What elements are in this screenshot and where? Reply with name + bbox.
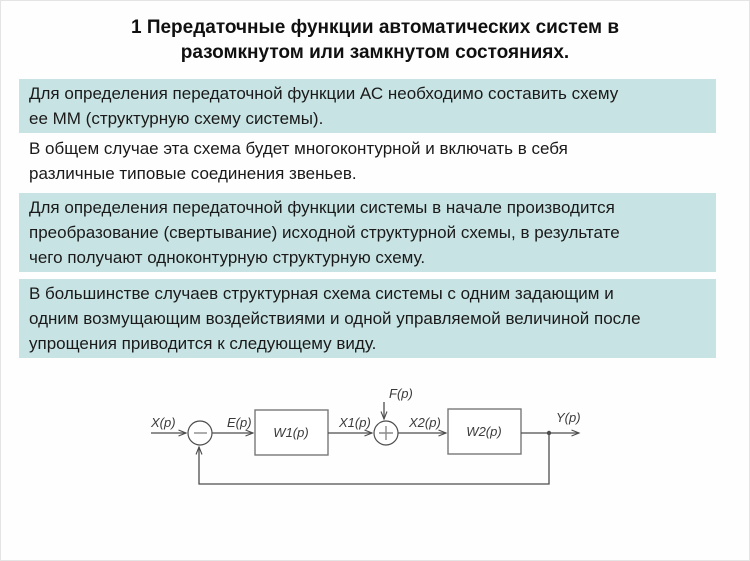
text-block-2: В общем случае эта схема будет многоконт…: [19, 134, 716, 188]
text-line: В общем случае эта схема будет многоконт…: [29, 139, 568, 158]
transfer-block-w1: [254, 409, 329, 456]
error-signal-label: E(p): [227, 415, 252, 430]
input-signal-label: X(p): [150, 415, 176, 430]
text-line: упрощения приводится к следующему виду.: [29, 334, 377, 353]
page-title: 1 Передаточные функции автоматических си…: [1, 15, 749, 65]
text-block-3: Для определения передаточной функции сис…: [19, 193, 716, 272]
transfer-block-w2: [447, 408, 522, 455]
output-signal-label: Y(p): [556, 410, 581, 425]
block-diagram: X(p) E(p) W1(p) X1(p) F(p) X2(p) W2(p) Y…: [150, 386, 581, 485]
text-line: одним возмущающим воздействиями и одной …: [29, 309, 641, 328]
text-line: Для определения передаточной функции АС …: [29, 84, 619, 103]
text-line: чего получают одноконтурную структурную …: [29, 248, 426, 267]
disturbance-label: F(p): [389, 386, 413, 401]
x1-signal-label: X1(p): [338, 415, 371, 430]
text-line: Для определения передаточной функции сис…: [29, 198, 615, 217]
title-line-1: 1 Передаточные функции автоматических си…: [130, 17, 620, 38]
text-block-1: Для определения передаточной функции АС …: [19, 79, 716, 133]
w1-label: W1(p): [273, 425, 308, 440]
text-line: преобразование (свертывание) исходной ст…: [29, 223, 620, 242]
text-line: ее ММ (структурную схему системы).: [29, 109, 324, 128]
plus-sign: [379, 426, 393, 440]
text-line: В большинстве случаев структурная схема …: [29, 284, 614, 303]
w2-label: W2(p): [466, 424, 501, 439]
title-line-2: разомкнутом или замкнутом состояниях.: [180, 42, 570, 63]
text-line: различные типовые соединения звеньев.: [29, 164, 357, 183]
feedback-line: [199, 433, 550, 485]
text-block-4: В большинстве случаев структурная схема …: [19, 279, 716, 358]
x2-signal-label: X2(p): [408, 415, 441, 430]
